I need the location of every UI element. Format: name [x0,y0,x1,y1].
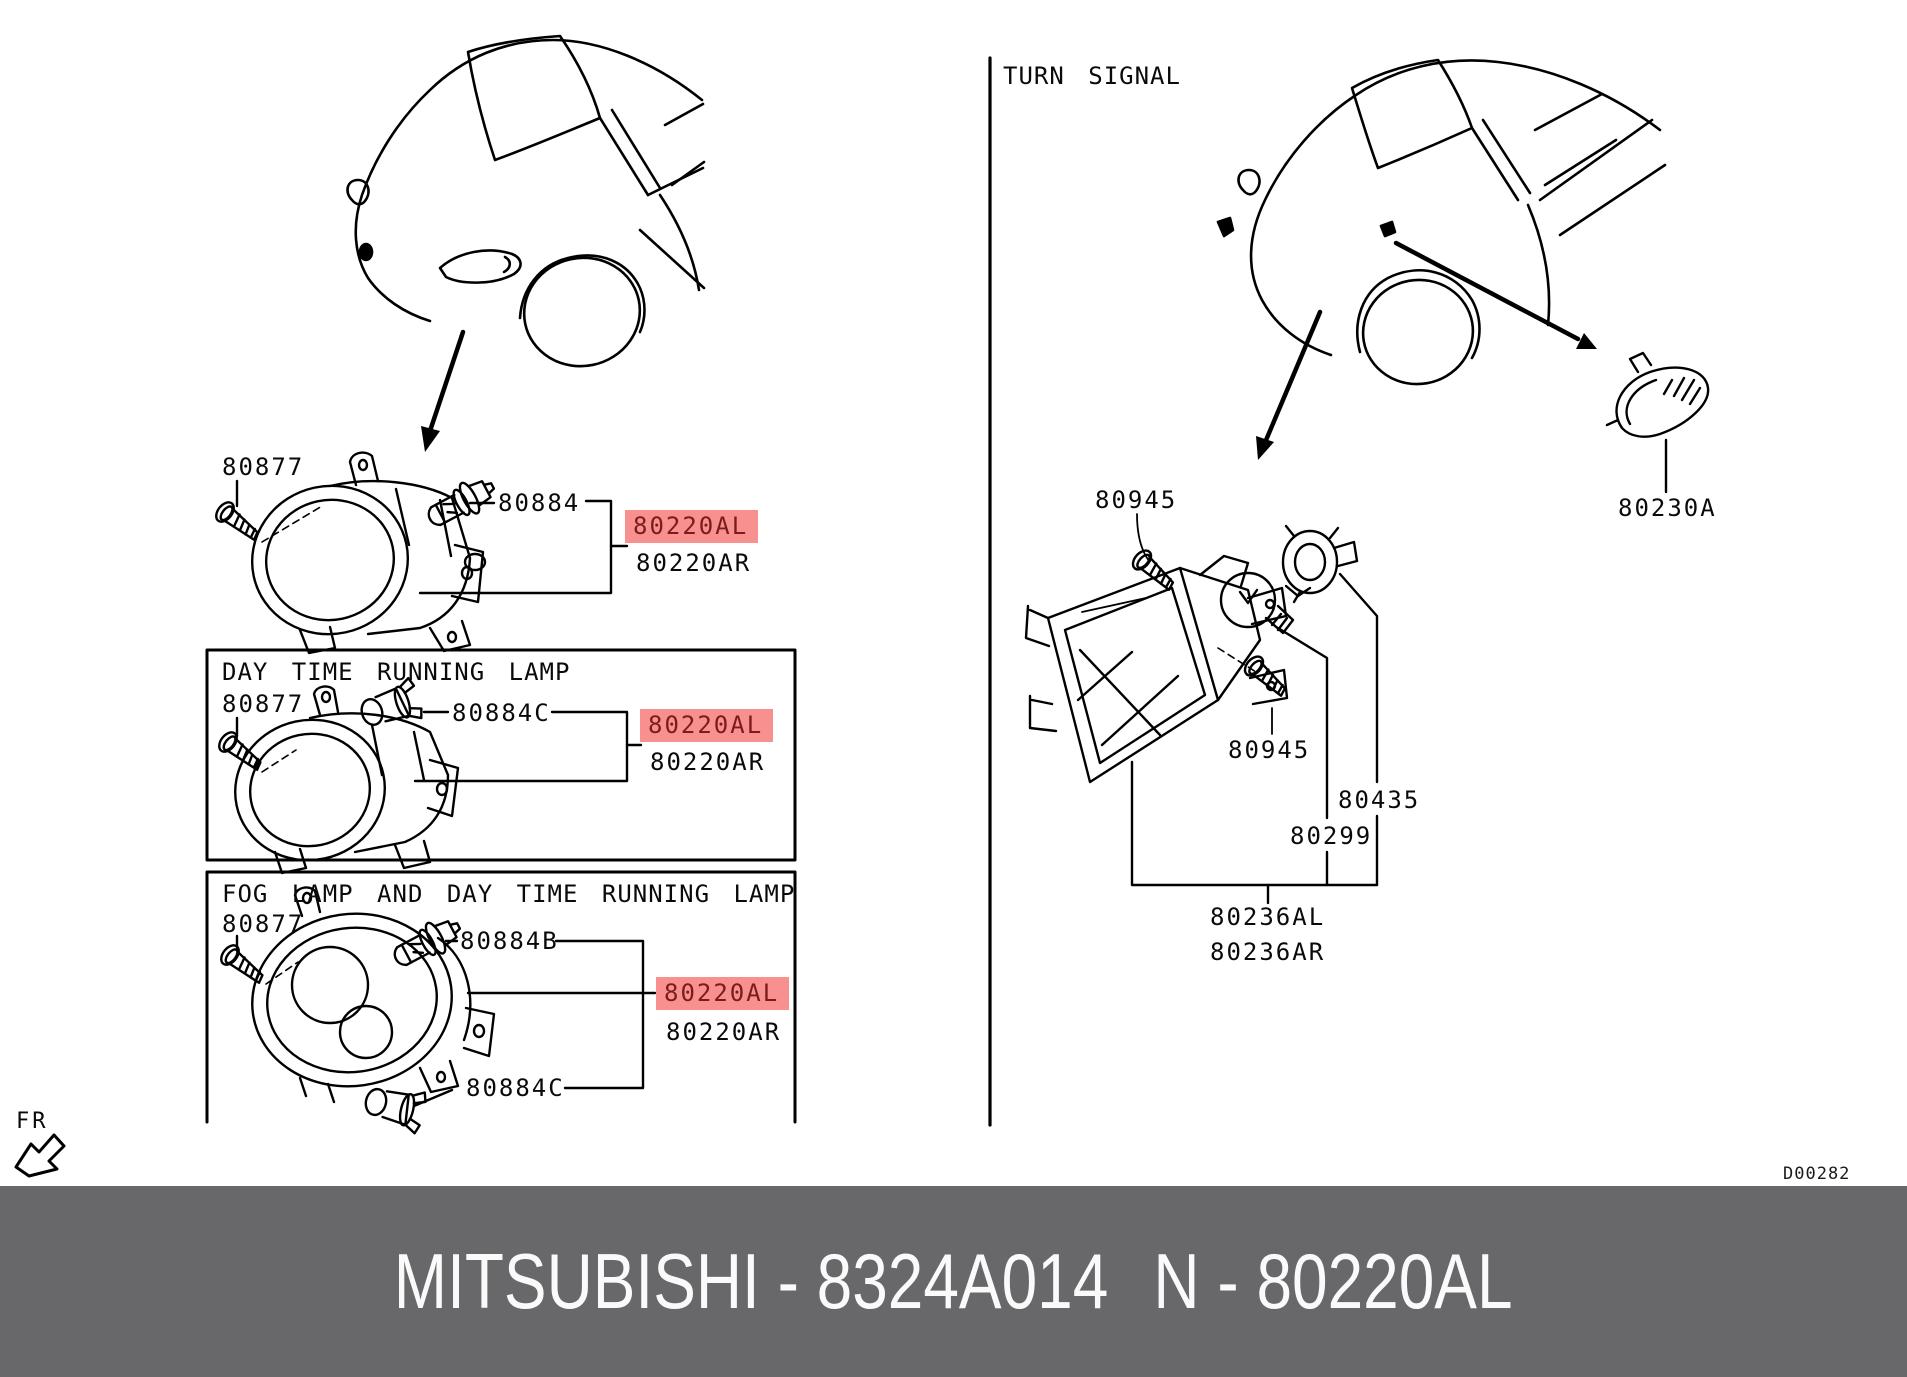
part-label-socket-ts[interactable]: 80435 [1338,786,1421,814]
footer-ref-part: N - 80220AL [1153,1237,1513,1325]
footer-bar: MITSUBISHI - 8324A014 N - 80220AL [0,1186,1907,1377]
screw-drawing-2 [214,727,268,777]
turn-signal-bulb-drawing [1221,573,1293,633]
part-label-highlighted-g3[interactable]: 80220AL [656,977,790,1010]
part-label-highlighted-g1[interactable]: 80220AL [625,510,759,543]
part-label-screw-ts-top[interactable]: 80945 [1095,486,1178,514]
bracket-group-2 [415,712,641,781]
part-label-screw-ts-bottom[interactable]: 80945 [1228,736,1311,764]
leader-screw-1-dashed [262,506,322,542]
part-label-highlighted-g2[interactable]: 80220AL [640,709,774,742]
highlight-badge: 80220AL [656,977,790,1010]
day-time-running-lamp-box [207,650,795,860]
part-label-bulb-top-g3[interactable]: 80884B [460,927,559,955]
leader-screw-2-dashed [262,750,296,772]
part-label-right-g1[interactable]: 80220AR [636,549,752,577]
fog-lamp-drawing-3 [241,888,494,1102]
bulb-drawing-3-bottom [360,1078,429,1136]
footer-text: MITSUBISHI - 8324A014 N - 80220AL [394,1236,1513,1327]
car-outline-front-left [347,36,704,377]
part-label-bulb-bottom-g3[interactable]: 80884C [466,1074,565,1102]
bracket-group-1 [420,501,627,593]
highlight-badge: 80220AL [640,709,774,742]
part-label-turn-lamp-right[interactable]: 80236AR [1210,938,1326,966]
pointer-arrow-turn-signal [1256,312,1320,460]
highlight-badge: 80220AL [625,510,759,543]
part-label-screw-g2[interactable]: 80877 [222,690,305,718]
part-label-bulb-ts[interactable]: 80299 [1290,822,1373,850]
part-label-bulb-g1[interactable]: 80884 [498,489,581,517]
box-title-fog-and-drl: FOG LAMP AND DAY TIME RUNNING LAMP [222,880,796,908]
front-turn-signal-location-dot [1218,218,1233,236]
leader-screw-ts-top [1137,514,1149,561]
fog-and-drl-box [207,872,795,1122]
fog-lamp-drawing-1 [238,453,485,653]
bracket-turn-signal [1132,574,1377,903]
box-title-day-time-running-lamp: DAY TIME RUNNING LAMP [222,658,571,686]
part-label-screw-g1[interactable]: 80877 [222,453,305,481]
pointer-arrow-fog-lamp [421,332,463,452]
fr-direction-arrow [16,1135,64,1176]
part-label-side-marker[interactable]: 80230A [1618,494,1717,522]
leader-screw-3-dashed [266,962,298,984]
diagram-code: D00282 [1783,1164,1851,1184]
bracket-group-3 [468,941,655,1088]
footer-brand-part: MITSUBISHI - 8324A014 [394,1237,1109,1325]
side-marker-lamp-drawing [1607,353,1708,492]
part-label-right-g3[interactable]: 80220AR [666,1018,782,1046]
fog-lamp-location-dot [360,244,372,260]
fr-label: FR [16,1109,49,1134]
part-label-right-g2[interactable]: 80220AR [650,748,766,776]
fog-lamp-drawing-2 [222,687,458,875]
side-marker-location-dot [1381,222,1395,236]
part-label-turn-lamp-left[interactable]: 80236AL [1210,903,1326,931]
turn-signal-socket-drawing [1283,526,1357,602]
part-label-bulb-g2[interactable]: 80884C [452,699,551,727]
part-label-screw-g3[interactable]: 80877 [222,910,305,938]
car-outline-front-right [1218,60,1665,393]
section-title-turn-signal: TURN SIGNAL [1003,62,1181,90]
screw-drawing-3 [216,940,270,990]
leader-bulb-3-bottom [414,1090,452,1106]
pointer-arrow-side-marker [1396,243,1597,349]
